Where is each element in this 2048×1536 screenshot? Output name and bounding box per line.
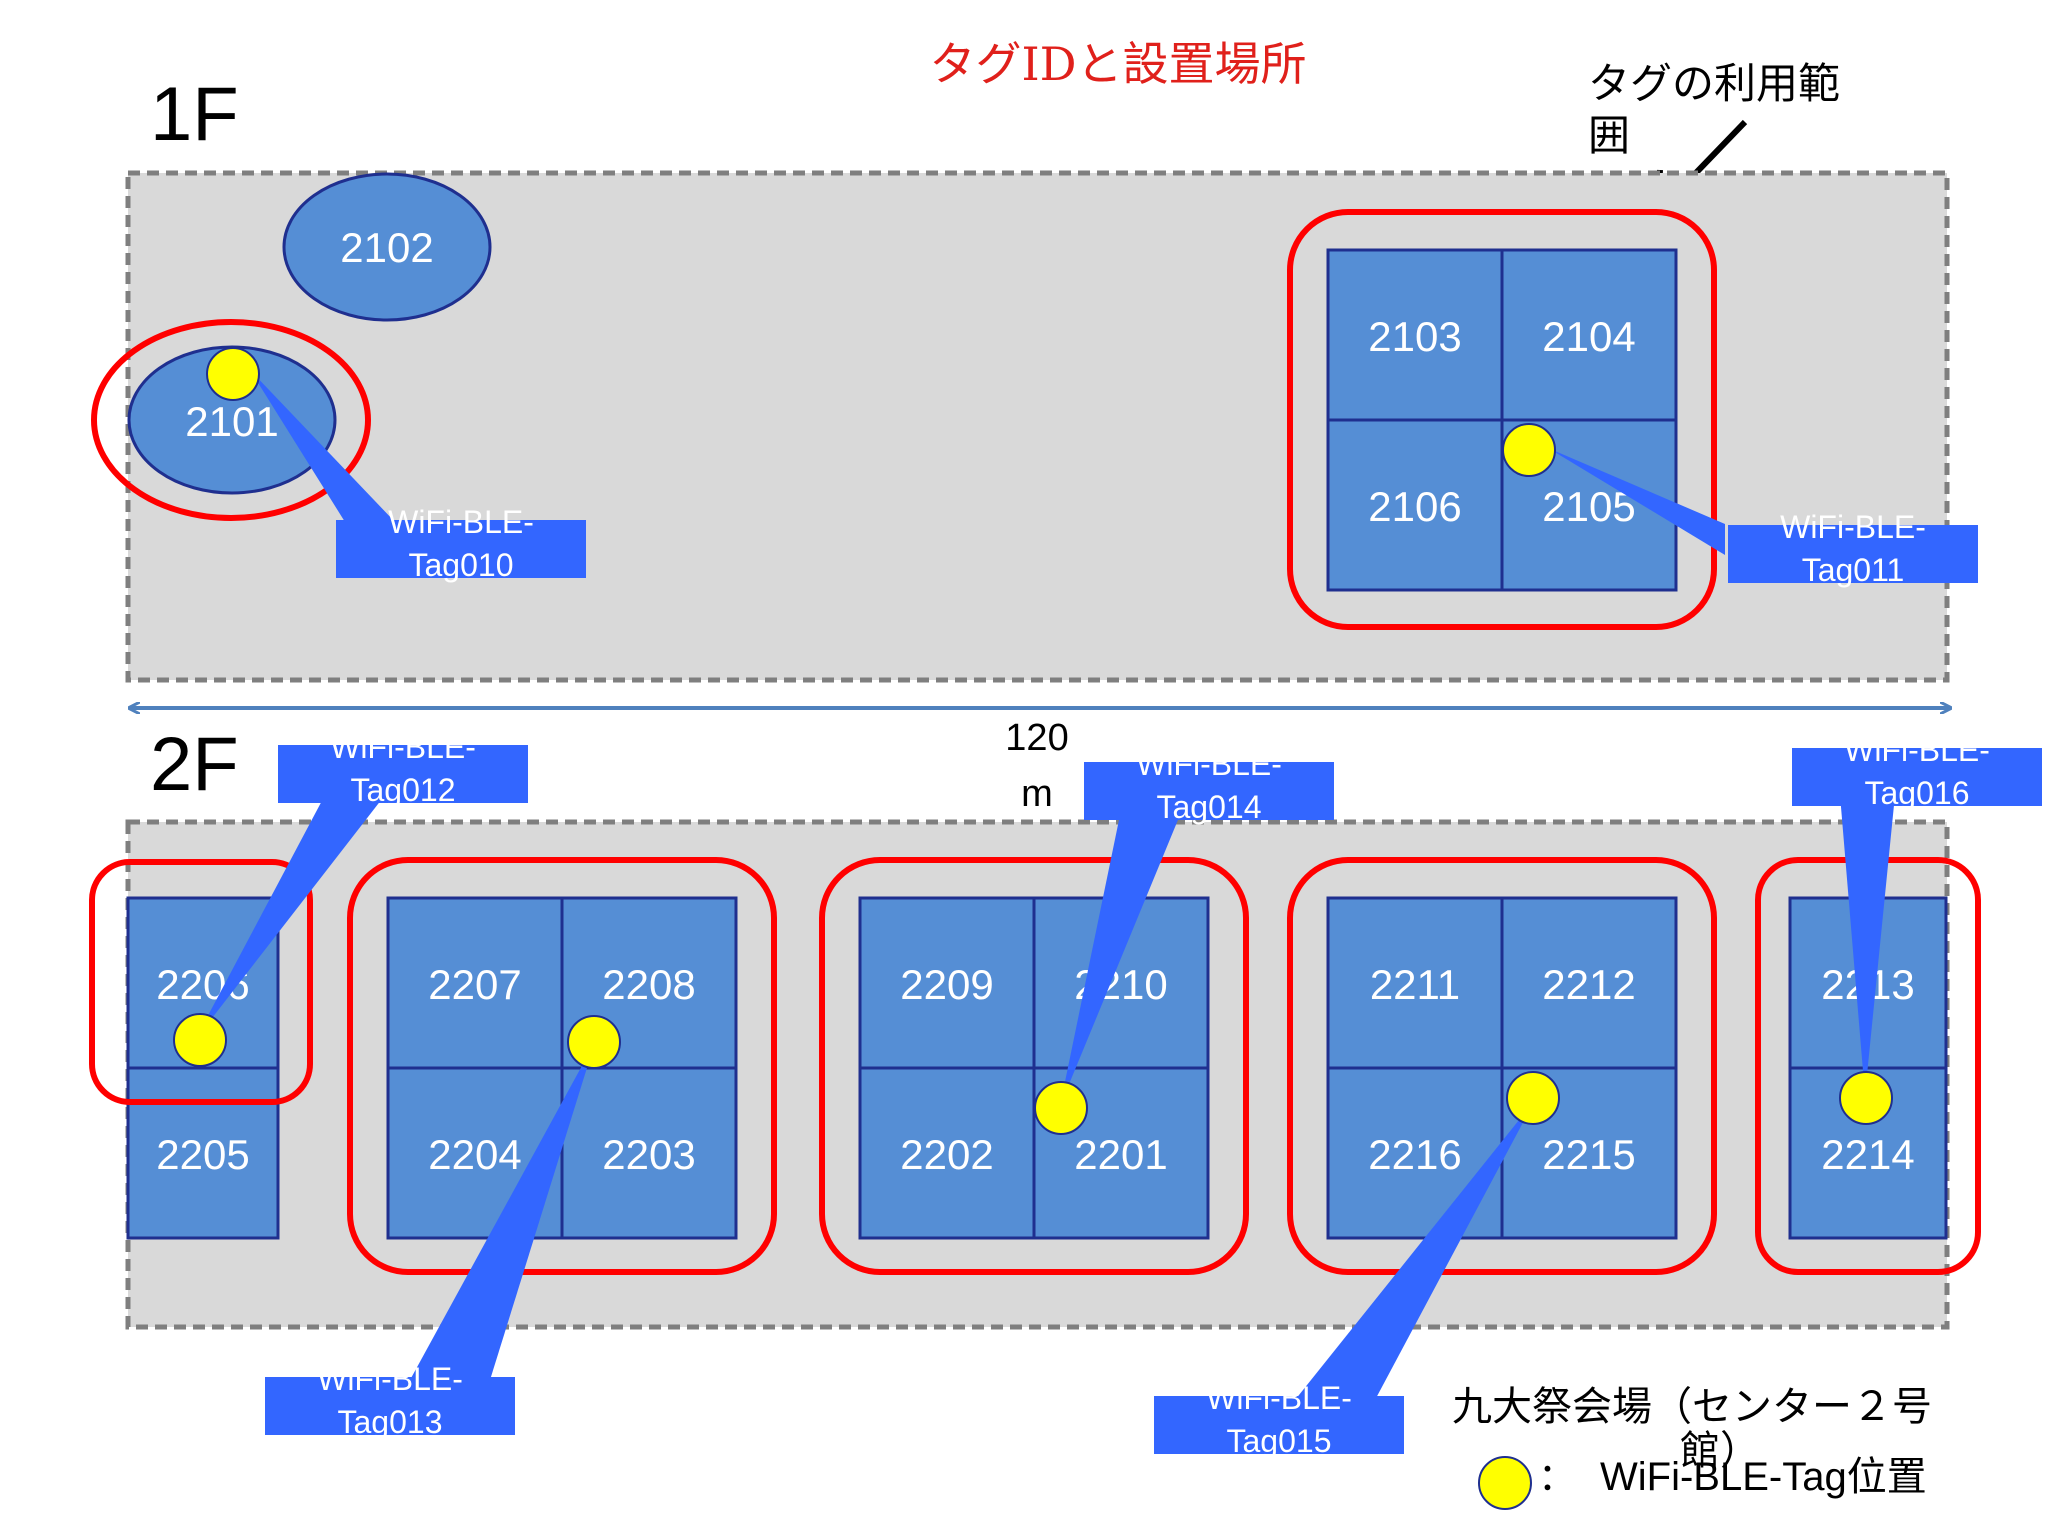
tag014-line2: Tag014 (1157, 789, 1262, 825)
venue-line1: 九大祭会場（センター２号 (1452, 1384, 1932, 1430)
room-2214-label: 2214 (1821, 1131, 1914, 1178)
page-title: タグIDと設置場所 (929, 37, 1306, 91)
range-outline-2201-2210 (819, 857, 1249, 1275)
room-2102-label: 2102 (340, 224, 433, 271)
tag016-dot (1839, 1071, 1893, 1125)
room-2101-label: 2101 (185, 398, 278, 445)
tag014-box (1084, 762, 1334, 820)
tag010-line1: WiFi-BLE- (388, 504, 534, 540)
room-2207-label: 2207 (428, 961, 521, 1008)
tag015-dot (1506, 1071, 1560, 1125)
floor-label-1f: 1F (150, 72, 239, 157)
tag012-line2: Tag012 (351, 772, 456, 808)
tag016-line1: WiFi-BLE- (1844, 732, 1990, 768)
room-2106-label: 2106 (1368, 483, 1461, 530)
tag016-pointer (1840, 795, 1895, 1095)
tag011-line1: WiFi-BLE- (1780, 509, 1926, 545)
room-2208-label: 2208 (602, 961, 695, 1008)
venue-line2: 館） (1680, 1428, 1760, 1474)
tag016-line2: Tag016 (1865, 775, 1970, 811)
room-block-2201-2210 (858, 896, 1210, 1240)
floor-label-2f: 2F (150, 722, 239, 807)
range-outline-2211-2216 (1287, 857, 1717, 1275)
tag015-box (1154, 1396, 1404, 1454)
room-block-2205-2206 (126, 896, 280, 1240)
range-outline-2103-2106 (1287, 209, 1717, 630)
tag014-line1: WiFi-BLE- (1136, 746, 1282, 782)
tag011-line2: Tag011 (1802, 552, 1905, 588)
range-note-line2: 囲 (1588, 111, 1630, 160)
range-outline-2101 (91, 319, 371, 521)
room-block-2211-2216 (1326, 896, 1678, 1240)
room-2211-label: 2211 (1370, 961, 1460, 1008)
room-2202-label: 2202 (900, 1131, 993, 1178)
dimension-value: 120 (1005, 717, 1068, 759)
room-2203-label: 2203 (602, 1131, 695, 1178)
tag014-pointer (1060, 815, 1180, 1106)
tag013-line2: Tag013 (338, 1404, 443, 1440)
tag010-pointer (250, 370, 395, 522)
room-2201-label: 2201 (1074, 1131, 1167, 1178)
tag013-line1: WiFi-BLE- (317, 1361, 463, 1397)
tag012-dot (173, 1013, 227, 1067)
tag015-line1: WiFi-BLE- (1206, 1380, 1352, 1416)
tag011-dot (1502, 423, 1556, 477)
room-2103-label: 2103 (1368, 313, 1461, 360)
room-2216-label: 2216 (1368, 1131, 1461, 1178)
tag015-line2: Tag015 (1227, 1423, 1332, 1459)
tag015-pointer (1295, 1100, 1535, 1400)
tag013-box (265, 1377, 515, 1435)
tag010-line2: Tag010 (409, 547, 514, 583)
room-2102-shape (282, 172, 492, 322)
legend-text: WiFi-BLE-Tag位置 (1600, 1455, 1927, 1499)
tag013-pointer (410, 1042, 595, 1380)
tag016-box (1792, 748, 2042, 806)
tag012-pointer (195, 795, 385, 1040)
room-2209-label: 2209 (900, 961, 993, 1008)
range-outline-2203-2208 (347, 857, 777, 1275)
room-2215-label: 2215 (1542, 1131, 1635, 1178)
tag011-box (1728, 525, 1978, 583)
legend-separator: ： (1538, 1457, 1576, 1499)
range-outline-2206 (89, 859, 313, 1105)
dimension-unit: m (1021, 773, 1053, 815)
tag013-dot (567, 1015, 621, 1069)
room-2204-label: 2204 (428, 1131, 521, 1178)
tag012-box (278, 745, 528, 803)
tag014-dot (1034, 1081, 1088, 1135)
range-note-line1: タグの利用範 (1588, 59, 1840, 108)
tag011-pointer (1548, 448, 1725, 555)
room-2212-label: 2212 (1542, 961, 1635, 1008)
room-2104-label: 2104 (1542, 313, 1635, 360)
tag010-box (336, 520, 586, 578)
room-2205-label: 2205 (156, 1131, 249, 1178)
tag012-line1: WiFi-BLE- (330, 729, 476, 765)
room-block-2203-2208 (386, 896, 738, 1240)
legend-dot-icon (1478, 1456, 1532, 1510)
tag010-dot (206, 347, 260, 401)
room-2101-shape (127, 345, 337, 495)
room-block-2103-2106 (1326, 248, 1678, 592)
